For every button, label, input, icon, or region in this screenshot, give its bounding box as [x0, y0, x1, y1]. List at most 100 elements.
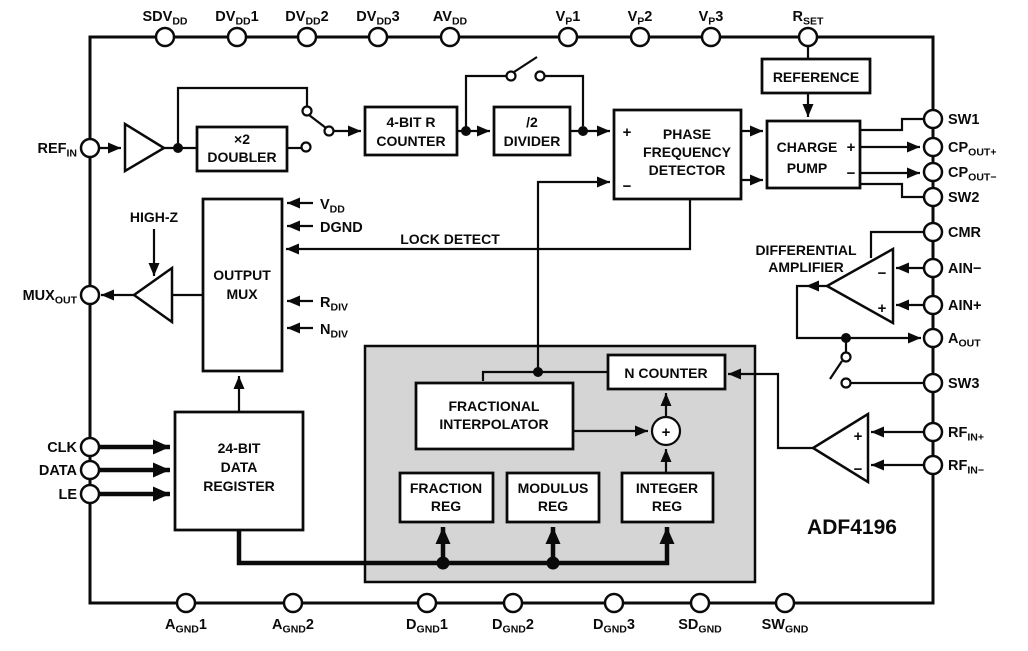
junction-dot: [578, 126, 588, 136]
block-n-counter: N COUNTER: [606, 353, 727, 391]
dgnd-label: DGND: [320, 220, 363, 236]
block-rect: [195, 125, 289, 173]
block-label: INTERPOLATOR: [439, 416, 548, 432]
junction-dot: [436, 556, 450, 570]
block-rect: [414, 381, 575, 451]
block-rect: [363, 105, 459, 157]
switch-contact-icon: [505, 70, 517, 82]
pin-label-vp1: VP1: [556, 9, 581, 28]
block-label: FRACTION: [410, 480, 482, 496]
block-rect: [398, 471, 495, 524]
block-label: INTEGER: [636, 480, 698, 496]
pin-label-cpout-plus: CPOUT+: [948, 140, 996, 159]
diff-amplifier-icon: [824, 246, 895, 326]
pin-label-cpout-minus: CPOUT−: [948, 165, 996, 184]
pin-sw2: [922, 186, 944, 208]
rdiv-label: RDIV: [320, 295, 348, 314]
wire: [481, 370, 608, 381]
switch-contact-icon: [300, 141, 312, 153]
pin-dvdd3: [367, 26, 389, 48]
part-number-label: ADF4196: [807, 516, 897, 539]
summing-plus: +: [662, 424, 671, 441]
pin-cmr: [922, 221, 944, 243]
block-label: /2: [526, 114, 538, 130]
rfbuf-minus-sign: −: [854, 461, 863, 478]
pin-label-dgnd2: DGND2: [492, 617, 534, 636]
pin-cpout-minus: [922, 161, 944, 183]
block-label: OUTPUT: [213, 267, 271, 283]
summing-junction-icon: [650, 415, 682, 447]
vdd-label: VDD: [320, 197, 345, 216]
wire: [860, 182, 924, 199]
diff-amp-label: DIFFERENTIAL: [755, 242, 857, 258]
junction-dot: [546, 556, 560, 570]
pin-rset: [797, 26, 819, 48]
cp-plus-sign: +: [847, 139, 856, 156]
diff-amp-label: AMPLIFIER: [768, 259, 843, 275]
junction-dot: [533, 367, 543, 377]
wire-data-bus: [236, 527, 675, 566]
pin-label-sw2: SW2: [948, 190, 979, 206]
junction-dots: [173, 126, 851, 570]
pfd-plus-sign: +: [623, 124, 632, 141]
diffamp-plus-sign: +: [878, 300, 887, 317]
rfbuf-plus-sign: +: [854, 428, 863, 445]
pin-label-dvdd2: DVDD2: [285, 9, 328, 28]
pin-label-cmr: CMR: [948, 225, 982, 241]
block-r-counter: 4-BIT R COUNTER: [363, 105, 459, 157]
block-rect: [620, 471, 715, 524]
switch-contact-icon: [840, 351, 852, 363]
block-label: MUX: [226, 286, 258, 302]
pin-label-vp2: VP2: [628, 9, 653, 28]
diffamp-minus-sign: −: [878, 265, 887, 282]
switch-contacts: [300, 70, 852, 389]
pin-label-swgnd: SWGND: [762, 617, 809, 636]
block-divider: /2 DIVIDER: [492, 105, 572, 157]
block-label: 24-BIT: [218, 440, 261, 456]
block-label: 4-BIT R: [387, 114, 436, 130]
pfd-minus-sign: −: [623, 178, 632, 195]
pin-ain-plus: [922, 294, 944, 316]
block-label: MODULUS: [518, 480, 589, 496]
pin-clk: [79, 436, 101, 458]
pin-dgnd1: [416, 592, 438, 614]
block-integer-reg: INTEGER REG: [620, 471, 715, 524]
block-output-mux: OUTPUT MUX: [201, 197, 284, 373]
pin-rfin-plus: [922, 421, 944, 443]
pin-muxout: [79, 284, 101, 306]
pin-label-le: LE: [58, 487, 77, 503]
pin-label-aout: AOUT: [948, 331, 981, 350]
block-label: DOUBLER: [207, 149, 276, 165]
block-rect: [612, 108, 743, 201]
pin-dvdd2: [296, 26, 318, 48]
block-rect: [606, 353, 727, 391]
switch-contact-icon: [840, 377, 852, 389]
pin-label-rfin-minus: RFIN−: [948, 458, 984, 477]
pin-label-dgnd3: DGND3: [593, 617, 635, 636]
pin-label-dvdd3: DVDD3: [356, 9, 399, 28]
pin-rfin-minus: [922, 454, 944, 476]
wire: [860, 117, 924, 132]
block-doubler: ×2 DOUBLER: [195, 125, 289, 173]
block-label: ×2: [234, 131, 250, 147]
block-label: DIVIDER: [504, 133, 561, 149]
pin-vp2: [629, 26, 651, 48]
wire: [545, 74, 585, 126]
block-label: REG: [538, 498, 568, 514]
block-fraction-reg: FRACTION REG: [398, 471, 495, 524]
pin-label-rset: RSET: [793, 9, 824, 28]
wire: [728, 368, 813, 450]
pin-label-agnd2: AGND2: [272, 617, 314, 636]
high-z-label: HIGH-Z: [130, 209, 179, 225]
wire: [176, 86, 309, 148]
block-rect: [173, 410, 305, 532]
block-rect: [765, 119, 862, 190]
pin-terminals: [79, 26, 944, 614]
pin-dgnd2: [502, 592, 524, 614]
block-label: FRACTIONAL: [449, 398, 540, 414]
block-pfd: PHASE FREQUENCY DETECTOR + −: [612, 108, 743, 201]
pin-label-data: DATA: [39, 463, 78, 479]
muxout-buffer-icon: [131, 265, 174, 325]
pin-refin: [79, 137, 101, 159]
